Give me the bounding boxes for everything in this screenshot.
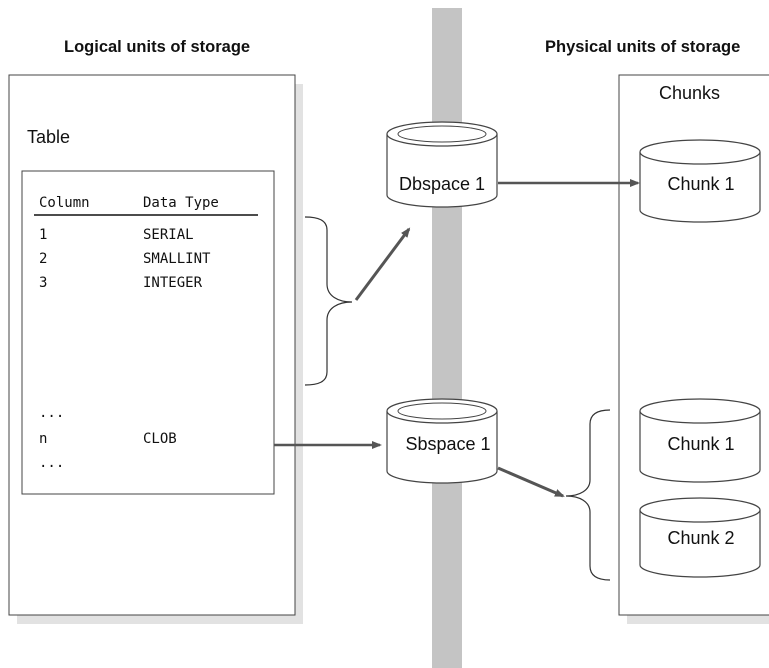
table-ellipsis-top: ... <box>39 405 64 421</box>
dbspace-chunk-cylinder <box>639 139 761 223</box>
physical-units-heading: Physical units of storage <box>545 38 740 56</box>
sbspace-label: Sbspace 1 <box>405 434 490 454</box>
logical-units-heading: Logical units of storage <box>64 38 250 56</box>
column-header: Column <box>39 195 90 211</box>
table-row-1-col: 1 <box>39 227 47 243</box>
sbspace-chunk-2-label: Chunk 2 <box>667 528 734 548</box>
sbspace-chunk-1-label: Chunk 1 <box>667 434 734 454</box>
sbspace-chunks-brace <box>565 409 611 581</box>
table-ellipsis-bottom: ... <box>39 455 64 471</box>
dbspace-label: Dbspace 1 <box>399 174 485 194</box>
table-row-n-col: n <box>39 431 47 447</box>
table-row-n-type: CLOB <box>143 431 177 447</box>
table-row-3-type: INTEGER <box>143 275 203 291</box>
arrow-to-sbspace-chunks <box>497 466 565 498</box>
table-title: Table <box>27 127 70 147</box>
central-divider <box>432 8 462 668</box>
table-row-2-col: 2 <box>39 251 47 267</box>
table-row-3-col: 3 <box>39 275 47 291</box>
table-row-1-type: SERIAL <box>143 227 194 243</box>
dbspace-chunk-label: Chunk 1 <box>667 174 734 194</box>
sbspace-chunk-1-cylinder <box>639 398 761 483</box>
dbspace-cylinder <box>386 121 498 208</box>
chunks-title: Chunks <box>659 83 720 103</box>
columns-brace <box>304 216 353 386</box>
table-row-2-type: SMALLINT <box>143 251 211 267</box>
arrow-to-dbspace <box>354 227 411 301</box>
sbspace-cylinder <box>386 398 498 484</box>
data-type-header: Data Type <box>143 195 219 211</box>
sbspace-chunk-2-cylinder <box>639 497 761 578</box>
table-box <box>21 170 275 495</box>
